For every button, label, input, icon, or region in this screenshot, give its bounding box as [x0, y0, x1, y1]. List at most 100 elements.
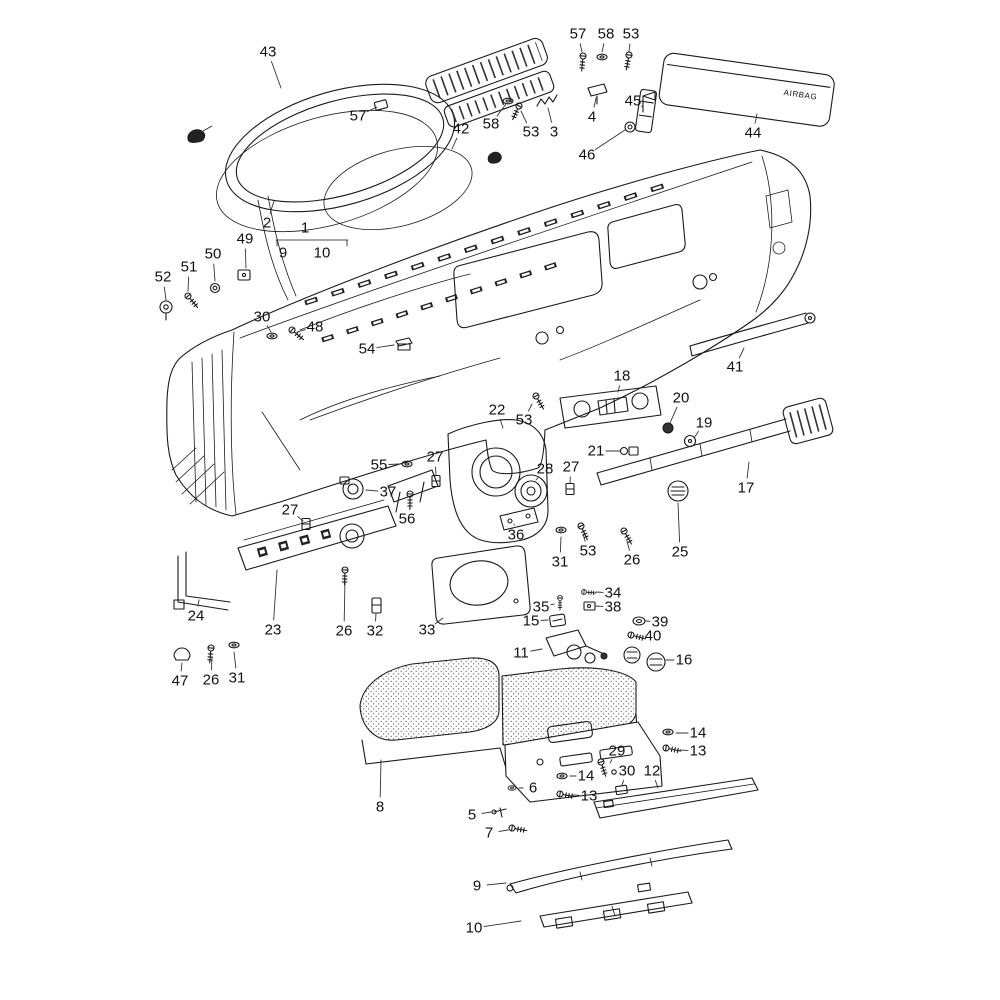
- callout-13: 13: [690, 743, 707, 760]
- callout-21: 21: [588, 443, 605, 460]
- callout-34: 34: [605, 585, 622, 602]
- airbag-module-44: AIRBAG: [658, 52, 835, 127]
- callout-26: 26: [336, 623, 353, 640]
- leader-line-57: [366, 106, 378, 113]
- callout-11: 11: [513, 645, 529, 662]
- callout-45: 45: [625, 93, 642, 110]
- callout-9: 9: [473, 878, 481, 895]
- defroster-slots: [304, 180, 673, 343]
- screw-53: [576, 521, 591, 542]
- callout-4: 4: [588, 109, 596, 126]
- leader-line-25: [677, 502, 681, 543]
- cap-47: [173, 647, 191, 661]
- callout-7: 7: [485, 825, 493, 842]
- callout-17: 17: [738, 480, 755, 497]
- leader-line-11: [530, 648, 543, 652]
- callout-8: 8: [376, 799, 384, 816]
- callout-32: 32: [367, 623, 384, 640]
- callout-27: 27: [563, 459, 580, 476]
- leader-line-44: [754, 113, 758, 124]
- callout-16: 16: [676, 652, 693, 669]
- callout-27: 27: [427, 449, 444, 466]
- callout-5: 5: [468, 807, 476, 824]
- switch-panel-18: [559, 385, 662, 429]
- retainer-clip-icon: [487, 151, 502, 164]
- clip-27: [565, 482, 575, 496]
- dashboard-body-1: [166, 149, 812, 517]
- callout-46: 46: [579, 147, 596, 164]
- callout-19: 19: [696, 415, 713, 432]
- heater-control-11: [545, 629, 608, 664]
- bracket-4: [587, 83, 608, 105]
- callout-58: 58: [598, 26, 615, 43]
- leader-line-56: [408, 506, 411, 510]
- callout-30: 30: [619, 763, 636, 780]
- callout-53: 53: [580, 543, 597, 560]
- leader-line-42: [451, 137, 458, 150]
- leader-line-30: [621, 779, 625, 786]
- callout-33: 33: [419, 622, 436, 639]
- bottom-bracket-10: [539, 882, 693, 929]
- callout-26: 26: [203, 672, 220, 689]
- leader-line-20: [669, 406, 678, 424]
- trim-strip-41: [689, 312, 816, 357]
- callout-41: 41: [727, 359, 744, 376]
- callout-49: 49: [237, 231, 254, 248]
- callout-58: 58: [483, 116, 500, 133]
- callout-52: 52: [155, 269, 172, 286]
- callout-47: 47: [172, 673, 189, 690]
- leader-line-49: [244, 248, 247, 269]
- bottom-strip-9: [506, 839, 733, 894]
- cluster-opening: [453, 231, 603, 329]
- callout-31: 31: [229, 670, 246, 687]
- callout-20: 20: [673, 390, 690, 407]
- left-end-vents: [171, 349, 227, 511]
- callout-15: 15: [523, 613, 540, 630]
- clip-27: [431, 474, 441, 488]
- leader-line-57: [579, 43, 583, 53]
- knobs-16: [623, 646, 666, 672]
- lower-strip-12: [593, 777, 759, 819]
- screw-40: [626, 630, 647, 643]
- leader-line-28: [535, 476, 540, 481]
- callout-53: 53: [623, 26, 640, 43]
- callout-50: 50: [205, 246, 222, 263]
- callout-26: 26: [624, 552, 641, 569]
- nut-46: [624, 121, 636, 133]
- leader-line-3: [547, 107, 553, 123]
- vent-cup-37: [339, 476, 364, 500]
- callout-53: 53: [523, 124, 540, 141]
- leader-line-48: [296, 329, 306, 333]
- callout-54: 54: [359, 341, 376, 358]
- callout-39: 39: [652, 614, 669, 631]
- lower-trim-23: [237, 499, 397, 571]
- fasteners-left: [159, 269, 306, 343]
- leader-line-10: [483, 920, 522, 927]
- callout-56: 56: [399, 511, 416, 528]
- screw-53: [531, 391, 547, 412]
- callout-29: 29: [609, 743, 626, 760]
- callout-36: 36: [508, 527, 525, 544]
- callout-18: 18: [614, 368, 631, 385]
- top-vent-grille: [425, 37, 555, 128]
- callout-6: 6: [529, 780, 537, 797]
- bracket-24: [173, 551, 231, 611]
- clip-5: [491, 807, 507, 818]
- leader-line-41: [738, 347, 745, 359]
- leader-line-9: [486, 882, 507, 886]
- callout-3: 3: [550, 124, 558, 141]
- leader-line-51: [187, 276, 190, 292]
- radio-opening: [607, 204, 686, 269]
- leader-line-50: [213, 263, 216, 282]
- clip-32: [371, 597, 382, 614]
- leader-lines-layer: [163, 43, 758, 927]
- clip-45: [642, 91, 656, 113]
- pushpin-52: [159, 300, 173, 321]
- callout-24: 24: [188, 608, 205, 625]
- leader-line-5: [481, 811, 492, 814]
- airbag-end-bracket: [634, 88, 658, 134]
- screw-56: [406, 490, 414, 510]
- callout-55: 55: [371, 457, 388, 474]
